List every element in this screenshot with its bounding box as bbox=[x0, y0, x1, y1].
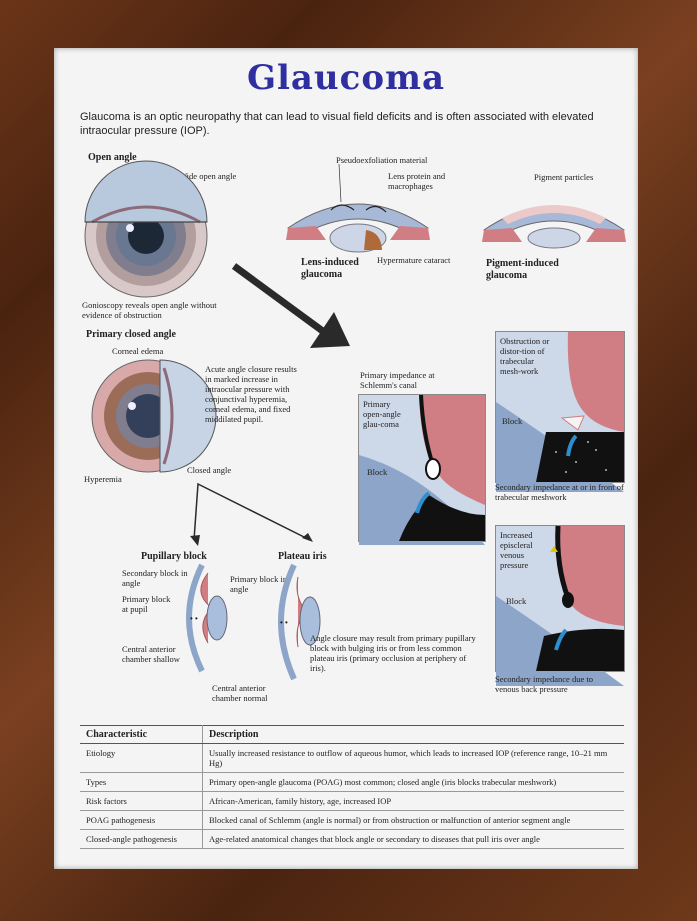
plateau-central-label: Central anterior chamber normal bbox=[212, 683, 268, 703]
venous-panel: Increased episcleral venous pressure Blo… bbox=[495, 525, 625, 686]
trabecular-panel: Obstruction or distor-tion of trabecular… bbox=[495, 331, 625, 492]
table-cell-value: Primary open-angle glaucoma (POAG) most … bbox=[202, 772, 624, 792]
intro-text: Glaucoma is an optic neuropathy that can… bbox=[80, 111, 594, 137]
wide-open-angle-label: Wide open angle bbox=[179, 171, 237, 181]
table-row: POAG pathogenesis Blocked canal of Schle… bbox=[80, 810, 624, 830]
lens-induced-illustration bbox=[286, 163, 430, 253]
table-row: Risk factors African-American, family hi… bbox=[80, 791, 624, 811]
pigment-induced-heading: Pigment-induced glaucoma bbox=[486, 258, 559, 281]
closed-angle-eye-illustration bbox=[91, 359, 217, 473]
schlemm-inner-label: Primary open-angle glau-coma bbox=[363, 399, 401, 429]
trabecular-inner-label: Obstruction or distor-tion of trabecular… bbox=[500, 336, 550, 376]
table-cell-value: Usually increased resistance to outflow … bbox=[202, 743, 624, 773]
svg-text:• •: • • bbox=[190, 614, 198, 623]
table-cell-value: Age-related anatomical changes that bloc… bbox=[202, 829, 624, 849]
svg-text:• •: • • bbox=[280, 618, 288, 627]
table-row: Closed-angle pathogenesis Age-related an… bbox=[80, 829, 624, 849]
pupillary-central-label: Central anterior chamber shallow bbox=[122, 644, 180, 664]
table-header-row: Characteristic Description bbox=[80, 725, 624, 744]
schlemm-block-label: Block bbox=[367, 467, 388, 477]
split-arrows-icon bbox=[190, 482, 313, 546]
hyperemia-label: Hyperemia bbox=[84, 474, 122, 484]
venous-block-label: Block bbox=[506, 596, 527, 606]
pigment-particles-label: Pigment particles bbox=[534, 172, 594, 182]
trabecular-block-label: Block bbox=[502, 416, 523, 426]
pseudoexfoliation-label: Pseudoexfoliation material bbox=[336, 155, 428, 165]
table-row: Types Primary open-angle glaucoma (POAG)… bbox=[80, 772, 624, 792]
table-cell-key: Types bbox=[80, 772, 203, 792]
table-cell-key: Etiology bbox=[80, 743, 203, 773]
poster: Glaucoma Glaucoma is an optic neuropathy… bbox=[54, 48, 638, 869]
schlemm-caption: Primary impedance at Schlemm's canal bbox=[360, 370, 435, 390]
pupillary-secondary-block-label: Secondary block in angle bbox=[122, 568, 188, 588]
table-cell-key: Risk factors bbox=[80, 791, 203, 811]
open-angle-eye-illustration bbox=[84, 160, 208, 298]
table-row: Etiology Usually increased resistance to… bbox=[80, 743, 624, 773]
lens-protein-label: Lens protein and macrophages bbox=[388, 171, 446, 191]
pupillary-primary-block-label: Primary block at pupil bbox=[122, 594, 171, 614]
plateau-iris-heading: Plateau iris bbox=[278, 551, 327, 562]
venous-caption: Secondary impedance due to venous back p… bbox=[495, 674, 593, 694]
big-arrow-icon bbox=[231, 263, 350, 348]
pupillary-block-heading: Pupillary block bbox=[141, 551, 207, 562]
plateau-iris-illustration: • • bbox=[278, 563, 321, 681]
venous-inner-label: Increased episcleral venous pressure bbox=[500, 530, 533, 570]
closed-angle-label: Closed angle bbox=[187, 465, 232, 475]
trabecular-caption: Secondary impedance at or in front of tr… bbox=[495, 482, 624, 502]
pupillary-block-illustration: • • bbox=[186, 563, 228, 673]
plateau-primary-block-label: Primary block in angle bbox=[230, 574, 288, 594]
plateau-note: Angle closure may result from primary pu… bbox=[310, 633, 476, 673]
closed-angle-description: Acute angle closure results in marked in… bbox=[205, 364, 297, 424]
table-header-description: Description bbox=[202, 725, 624, 744]
page-title: Glaucoma bbox=[246, 58, 446, 98]
table-cell-value: African-American, family history, age, i… bbox=[202, 791, 624, 811]
open-angle-heading: Open angle bbox=[88, 152, 137, 163]
pigment-induced-illustration bbox=[482, 205, 626, 249]
characteristics-table: Characteristic Description Etiology Usua… bbox=[80, 725, 624, 849]
schlemm-panel: Primary open-angle glau-coma Block bbox=[358, 394, 486, 545]
table-cell-key: Closed-angle pathogenesis bbox=[80, 829, 203, 849]
open-angle-caption: Gonioscopy reveals open angle without ev… bbox=[82, 300, 217, 320]
table-cell-value: Blocked canal of Schlemm (angle is norma… bbox=[202, 810, 624, 830]
table-cell-key: POAG pathogenesis bbox=[80, 810, 203, 830]
table-header-characteristic: Characteristic bbox=[80, 725, 203, 744]
hypermature-cataract-label: Hypermature cataract bbox=[377, 255, 451, 265]
corneal-edema-label: Corneal edema bbox=[112, 346, 164, 356]
closed-angle-heading: Primary closed angle bbox=[86, 329, 176, 340]
lens-induced-heading: Lens-induced glaucoma bbox=[301, 257, 359, 280]
